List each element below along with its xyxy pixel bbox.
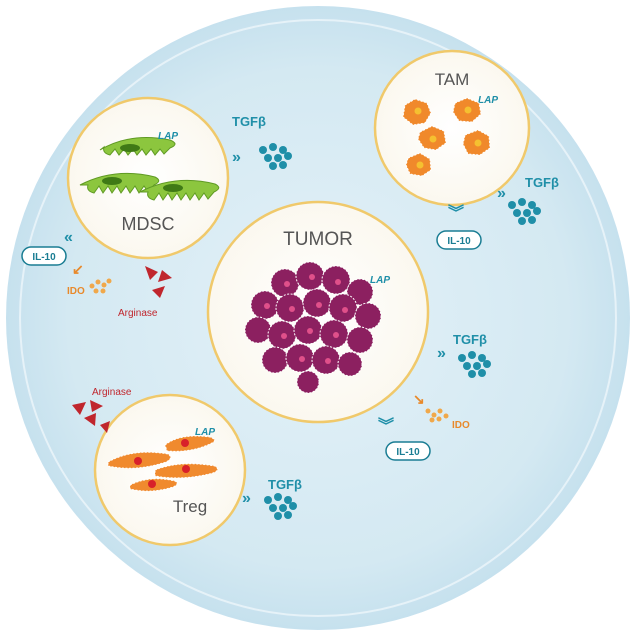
tumor-il10-badge — [385, 441, 431, 461]
tam-il10-label: IL-10 — [447, 236, 471, 247]
tam-label: TAM — [435, 70, 470, 89]
tumor-cell — [261, 346, 289, 374]
treg-tgfb-label: TGFβ — [268, 477, 302, 492]
tumor-il10-label: IL-10 — [396, 447, 420, 458]
tumor-circle: TUMOR LAP — [206, 200, 430, 424]
mdsc-ido-label: IDO — [67, 286, 85, 297]
mdsc-lap-label: LAP — [158, 131, 178, 142]
mdsc-il10-badge — [21, 246, 67, 266]
mdsc-ido-arrow: ↙ — [72, 261, 84, 277]
tam-circle: TAM LAP — [373, 49, 531, 207]
mdsc-il10-arrow: « — [64, 229, 73, 246]
tumor-cell — [354, 302, 382, 330]
tumor-cell — [346, 326, 374, 354]
tumor-cell — [337, 351, 363, 377]
treg-circle: LAP Treg — [93, 393, 247, 547]
tam-il10-arrow: ︾ — [448, 203, 464, 222]
tumor-tgfb-label: TGFβ — [453, 332, 487, 347]
tam-tgfb-arrow: » — [497, 185, 506, 202]
tumor-lap-label: LAP — [370, 275, 390, 286]
treg-cell — [164, 435, 216, 452]
tumor-nuclei — [264, 274, 348, 364]
mdsc-label: MDSC — [122, 214, 175, 234]
tumor-ido-label: IDO — [452, 420, 470, 431]
tumor-cell — [296, 370, 320, 394]
mdsc-tgfb-arrow: » — [232, 149, 241, 166]
tumor-cell — [244, 316, 272, 344]
tam-tgfb-label: TGFβ — [525, 175, 559, 190]
background-inner-ring — [19, 19, 617, 617]
treg-lap-label: LAP — [195, 427, 215, 438]
tumor-ido-arrow: ↘ — [413, 391, 425, 407]
mdsc-circle: LAP MDSC — [66, 96, 230, 260]
treg-label: Treg — [173, 497, 207, 516]
treg-tgfb-arrow: » — [242, 490, 251, 507]
tumor-ido-dots — [425, 408, 449, 423]
mdsc-arginase-label: Arginase — [118, 308, 158, 319]
tam-nuclei — [414, 106, 482, 169]
treg-arginase-shapes — [72, 400, 110, 433]
treg-arginase-label: Arginase — [92, 387, 132, 398]
tumor-il10-arrow: ︾ — [378, 416, 394, 435]
mdsc-il10-label: IL-10 — [32, 252, 56, 263]
mdsc-arginase-shapes — [145, 266, 172, 298]
tumor-tgfb-arrow: » — [437, 345, 446, 362]
tumor-label: TUMOR — [283, 229, 353, 250]
mdsc-ido-dots — [89, 278, 112, 294]
tam-lap-label: LAP — [478, 95, 498, 106]
tam-il10-badge — [436, 230, 482, 250]
mdsc-tgfb-label: TGFβ — [232, 114, 266, 129]
treg-nuclei — [134, 439, 190, 488]
